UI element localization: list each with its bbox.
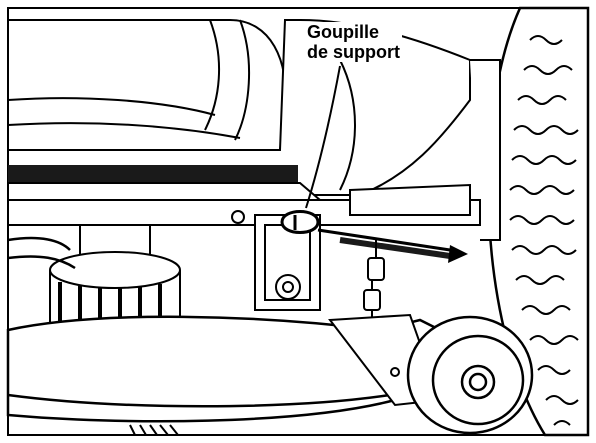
support-pin [280, 210, 320, 234]
mower-deck [6, 236, 441, 423]
removal-arrow [317, 228, 468, 263]
frame-rail [7, 183, 481, 226]
support-pin-callout-label: Goupille de support [305, 22, 402, 62]
gauge-wheel [406, 315, 534, 435]
rear-tire [487, 6, 590, 437]
deck-belt [129, 424, 179, 436]
callout-line-2: de support [307, 42, 400, 62]
seat [7, 19, 287, 151]
footrest-edge [7, 182, 323, 201]
footrest-strip [8, 165, 298, 183]
tire-tread [509, 35, 579, 426]
support-bracket [231, 210, 321, 311]
callout-leader-line [305, 65, 341, 209]
callout-line-1: Goupille [307, 22, 379, 42]
